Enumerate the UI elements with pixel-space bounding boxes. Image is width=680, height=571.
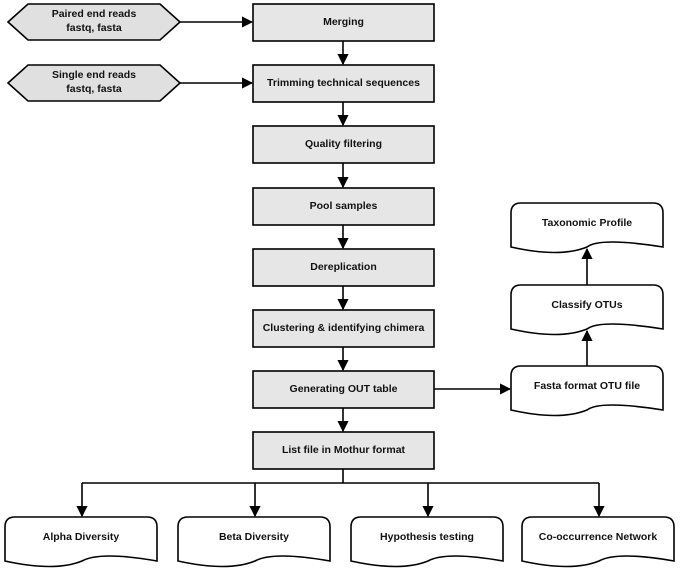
derep-label: Dereplication bbox=[310, 260, 377, 273]
merging-label: Merging bbox=[323, 15, 364, 28]
classify-otus-label: Classify OTUs bbox=[551, 299, 623, 312]
clustering-label: Clustering & identifying chimera bbox=[262, 321, 425, 334]
derep-box bbox=[252, 248, 435, 287]
list-file-box bbox=[252, 431, 435, 470]
hypothesis-testing-shape bbox=[350, 516, 504, 568]
clustering-box bbox=[252, 309, 435, 348]
merging-box bbox=[252, 3, 435, 42]
otu-table-label: Generating OUT table bbox=[289, 382, 398, 395]
fasta-otu-file-shape bbox=[510, 365, 664, 417]
taxonomic-profile-label: Taxonomic Profile bbox=[541, 217, 633, 230]
alpha-diversity-shape bbox=[4, 516, 158, 568]
alpha-diversity-label: Alpha Diversity bbox=[42, 531, 120, 544]
beta-diversity-label: Beta Diversity bbox=[218, 531, 290, 544]
cooccurrence-network-label: Co-occurrence Network bbox=[538, 531, 658, 544]
list-file-label: List file in Mothur format bbox=[281, 443, 406, 456]
pool-label: Pool samples bbox=[309, 199, 378, 212]
classify-otus-shape bbox=[510, 284, 664, 336]
cooccurrence-network-shape bbox=[521, 516, 675, 568]
beta-diversity-shape bbox=[177, 516, 331, 568]
trimming-label: Trimming technical sequences bbox=[267, 76, 420, 89]
taxonomic-profile-shape bbox=[510, 202, 664, 254]
pool-box bbox=[252, 187, 435, 226]
hypothesis-testing-label: Hypothesis testing bbox=[380, 531, 474, 544]
quality-label: Quality filtering bbox=[304, 137, 382, 150]
fasta-otu-file-label: Fasta format OTU file bbox=[533, 380, 641, 393]
